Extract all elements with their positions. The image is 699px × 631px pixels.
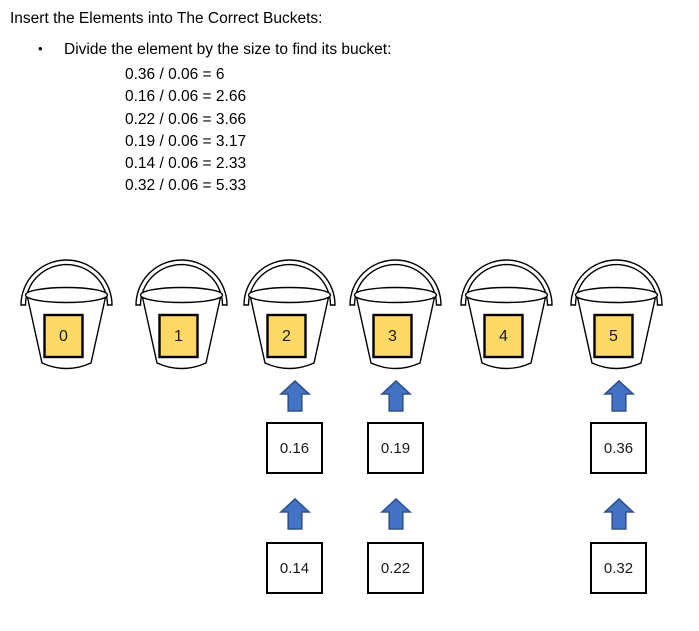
element-box: 0.14 bbox=[266, 542, 323, 594]
bucket-rim-icon bbox=[24, 286, 108, 304]
bucket-label: 0 bbox=[59, 328, 68, 345]
bucket-2: 2 bbox=[241, 257, 338, 371]
element-value: 0.16 bbox=[279, 439, 310, 457]
up-arrow-icon bbox=[602, 379, 635, 412]
up-arrow-icon bbox=[278, 497, 311, 530]
element-box: 0.32 bbox=[590, 542, 647, 594]
bucket-rim-icon bbox=[247, 286, 331, 304]
bucket-label-box bbox=[157, 313, 199, 359]
up-arrow-icon bbox=[602, 497, 635, 530]
element-value: 0.36 bbox=[603, 439, 634, 457]
element-box: 0.36 bbox=[590, 422, 647, 474]
bucket-rim-icon bbox=[464, 286, 548, 304]
bucket-handle-icon bbox=[459, 259, 553, 306]
calculation-line: 0.36 / 0.06 = 6 bbox=[125, 66, 225, 83]
bucket-label: 2 bbox=[282, 328, 291, 345]
bucket-label-box bbox=[592, 313, 634, 359]
calculation-line: 0.19 / 0.06 = 3.17 bbox=[125, 132, 247, 150]
up-arrow-icon bbox=[278, 379, 311, 412]
element-box: 0.16 bbox=[266, 422, 323, 474]
bucket-4: 4 bbox=[458, 257, 555, 371]
bucket-0: 0 bbox=[18, 257, 115, 371]
calculation-line: 0.14 / 0.06 = 2.33 bbox=[125, 155, 247, 173]
bucket-handle-icon bbox=[134, 259, 228, 306]
calculation-line: 0.22 / 0.06 = 3.66 bbox=[125, 110, 247, 128]
bucket-label: 1 bbox=[174, 328, 183, 345]
bucket-1: 1 bbox=[133, 257, 230, 371]
element-value: 0.32 bbox=[603, 559, 634, 577]
up-arrow-icon bbox=[379, 497, 412, 530]
bucket-handle-icon bbox=[569, 259, 663, 306]
instruction-line: • Divide the element by the size to find … bbox=[38, 39, 391, 60]
bullet-marker: • bbox=[38, 41, 43, 56]
element-box: 0.19 bbox=[367, 422, 424, 474]
bucket-label: 3 bbox=[388, 328, 397, 345]
instruction-text: Divide the element by the size to find i… bbox=[64, 41, 392, 58]
bucket-label: 4 bbox=[499, 328, 508, 345]
bucket-rim-icon bbox=[353, 286, 438, 304]
calculation-line: 0.32 / 0.06 = 5.33 bbox=[125, 177, 247, 195]
bucket-label: 5 bbox=[609, 328, 618, 345]
bucket-label-box bbox=[482, 313, 524, 359]
bucket-label-box bbox=[372, 313, 413, 359]
bucket-handle-icon bbox=[349, 259, 442, 306]
bucket-5: 5 bbox=[568, 257, 665, 371]
up-arrow-icon bbox=[379, 379, 412, 412]
element-value: 0.14 bbox=[279, 559, 310, 577]
bucket-rim-icon bbox=[139, 286, 223, 304]
element-box: 0.22 bbox=[367, 542, 424, 594]
calculation-list: 0.36 / 0.06 = 6 0.16 / 0.06 = 2.66 0.22 … bbox=[125, 64, 246, 198]
bucket-3: 3 bbox=[347, 257, 444, 371]
page-title: Insert the Elements into The Correct Buc… bbox=[10, 10, 323, 27]
bucket-handle-icon bbox=[19, 259, 113, 306]
bucket-handle-icon bbox=[242, 259, 336, 306]
bucket-rim-icon bbox=[574, 286, 658, 304]
element-value: 0.19 bbox=[380, 439, 411, 457]
bucket-label-box bbox=[42, 313, 84, 359]
bucket-label-box bbox=[265, 313, 307, 359]
calculation-line: 0.16 / 0.06 = 2.66 bbox=[125, 88, 247, 106]
element-value: 0.22 bbox=[380, 559, 411, 577]
